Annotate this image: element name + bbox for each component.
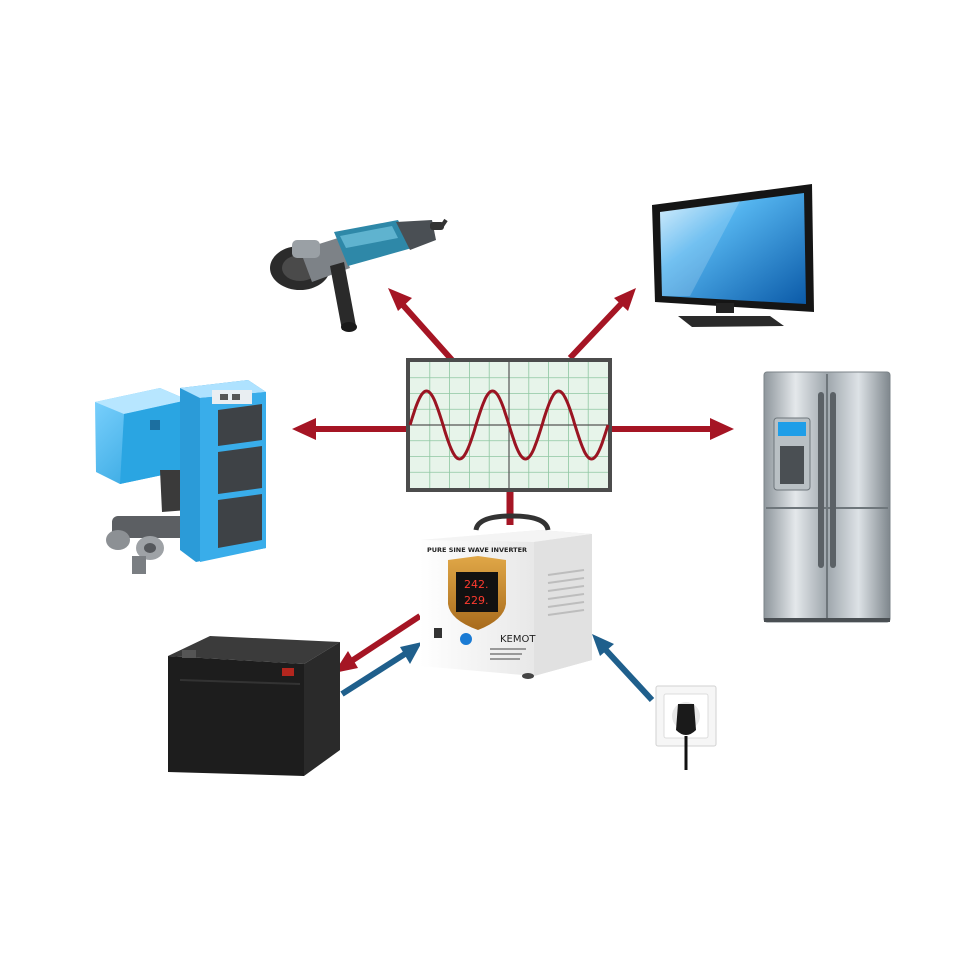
inverter-vents [547, 569, 585, 616]
power-button[interactable] [460, 633, 472, 645]
arrows [292, 288, 734, 703]
battery-icon [168, 636, 340, 776]
output-arrow-fridge [610, 418, 734, 440]
display-reading-bottom: 229. [464, 594, 489, 607]
output-arrow-grinder [388, 288, 455, 362]
flat-tv-icon [652, 184, 814, 327]
inverter-title: PURE SINE WAVE INVERTER [427, 546, 527, 554]
input-arrow-battery [340, 642, 422, 697]
refrigerator-icon [763, 371, 891, 623]
pellet-boiler-icon [95, 380, 266, 574]
output-arrow-boiler [292, 418, 408, 440]
wall-socket-icon [655, 685, 717, 770]
sine-waveform [408, 389, 610, 461]
output-arrow-battery [334, 613, 422, 673]
inverter-brand: KEMOT [500, 634, 536, 645]
display-reading-top: 242. [464, 578, 489, 591]
angle-grinder-icon [270, 218, 448, 332]
power-switch[interactable] [434, 628, 442, 638]
sine-wave-oscilloscope-icon [406, 358, 612, 492]
inverter-icon: PURE SINE WAVE INVERTER 242. 229. KEMOT [420, 513, 592, 679]
input-arrow-socket [592, 634, 655, 703]
output-arrow-tv [567, 288, 636, 361]
